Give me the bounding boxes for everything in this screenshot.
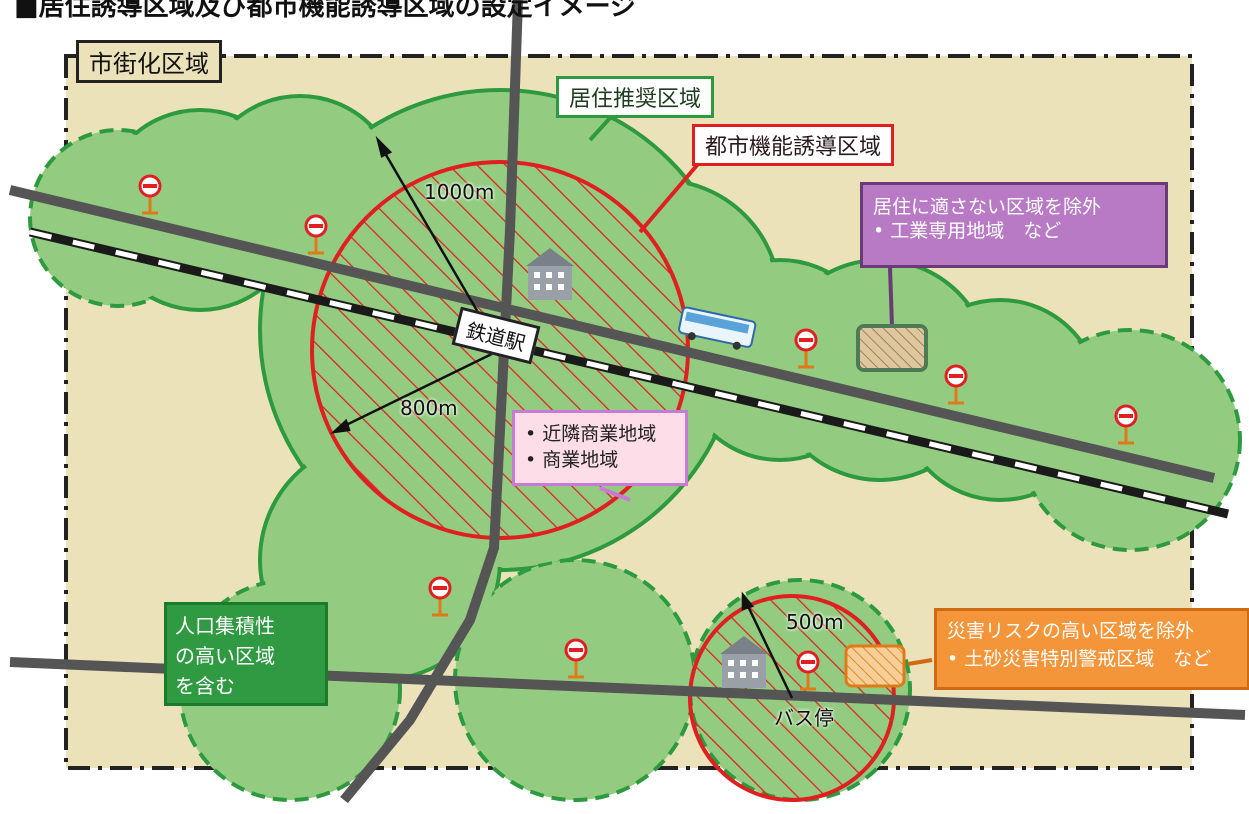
population-line: の高い区域 bbox=[175, 644, 275, 668]
population-line: 人口集積性 bbox=[175, 614, 275, 638]
industrial-exclusion-marker bbox=[856, 324, 928, 372]
bus-stop-icon bbox=[1114, 404, 1138, 445]
bus-stop-icon bbox=[796, 650, 820, 691]
building-icon bbox=[526, 248, 574, 300]
urban-area-label: 市街化区域 bbox=[76, 40, 222, 83]
bus-icon bbox=[678, 306, 757, 350]
commercial-item: • 商業地域 bbox=[525, 449, 619, 471]
railway-icon bbox=[28, 227, 1230, 519]
population-callout: 人口集積性 の高い区域 を含む bbox=[164, 602, 328, 706]
bus-stop-icon bbox=[428, 576, 452, 617]
disaster-exclusion-marker bbox=[844, 644, 906, 688]
disaster-callout: 災害リスクの高い区域を除外 • 土砂災害特別警戒区域 など bbox=[934, 608, 1249, 690]
bus-stop-icon bbox=[138, 174, 162, 215]
bus-stop-label: バス停 bbox=[774, 706, 834, 730]
radius-800-label: 800m bbox=[400, 396, 458, 420]
exclude-residential-item: • 工業専用地域 など bbox=[873, 220, 1062, 242]
exclude-residential-callout: 居住に適さない区域を除外 • 工業専用地域 など bbox=[860, 182, 1168, 268]
radius-500-label: 500m bbox=[786, 610, 844, 634]
disaster-item: • 土砂災害特別警戒区域 など bbox=[947, 648, 1212, 670]
exclude-residential-title: 居住に適さない区域を除外 bbox=[873, 196, 1102, 218]
commercial-item: • 近隣商業地域 bbox=[525, 423, 657, 445]
residential-area-label: 居住推奨区域 bbox=[556, 76, 715, 118]
bus-stop-icon bbox=[944, 364, 968, 405]
bus-stop-icon bbox=[794, 328, 818, 369]
commercial-callout: • 近隣商業地域 • 商業地域 bbox=[512, 410, 688, 486]
population-line: を含む bbox=[175, 674, 235, 698]
radius-1000-label: 1000m bbox=[424, 180, 495, 204]
disaster-title: 災害リスクの高い区域を除外 bbox=[947, 620, 1195, 642]
bus-stop-icon bbox=[304, 214, 328, 255]
bus-stop-icon bbox=[564, 638, 588, 679]
urban-function-area-label: 都市機能誘導区域 bbox=[692, 124, 895, 166]
building-icon bbox=[720, 636, 768, 688]
page-heading: ■居住誘導区域及び都市機能誘導区域の設定イメージ bbox=[14, 0, 637, 22]
